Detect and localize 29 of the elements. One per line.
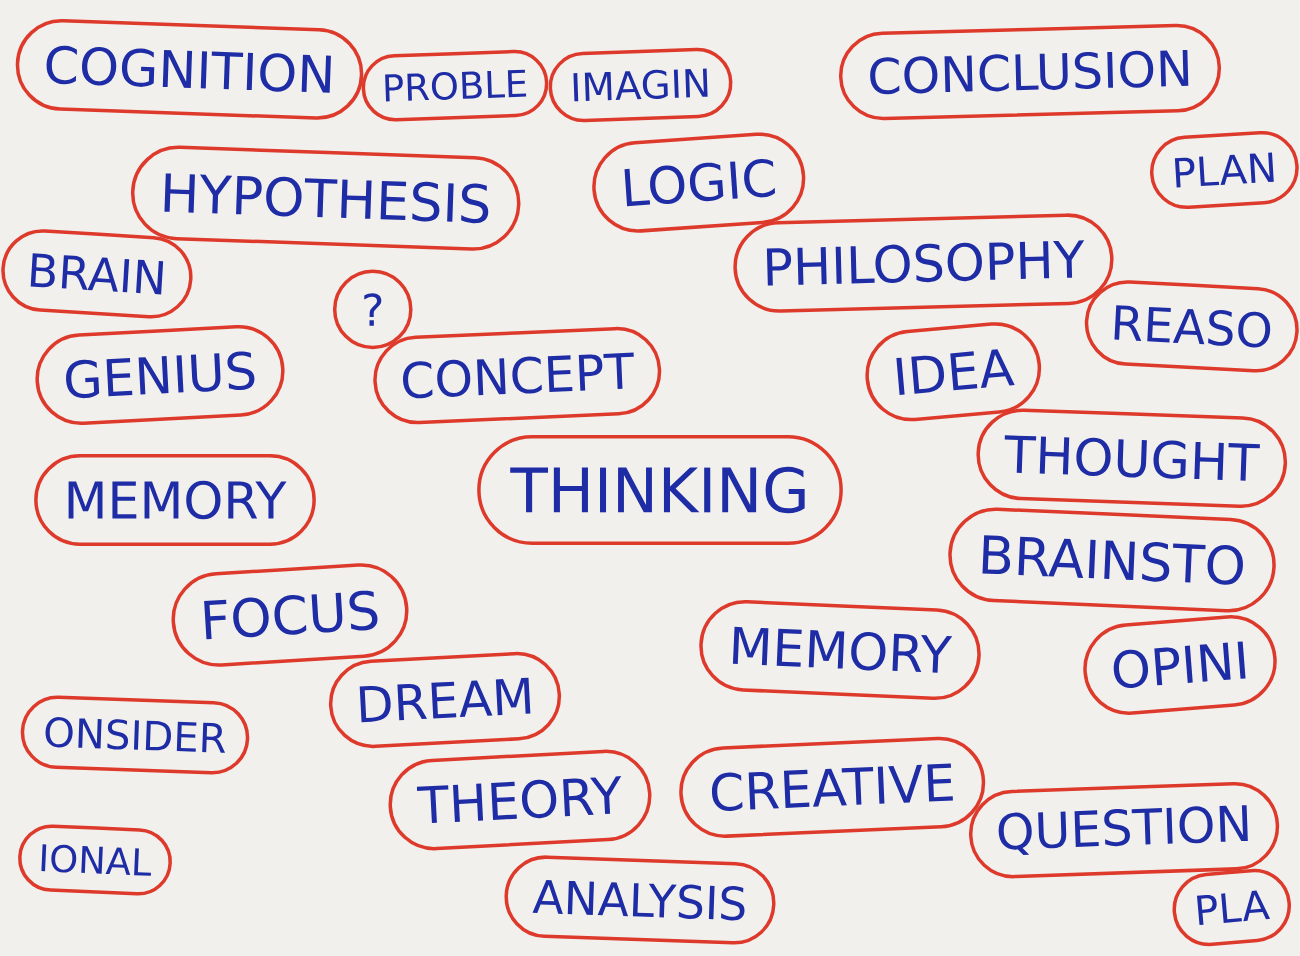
keyword-label: THOUGHT — [1004, 435, 1260, 481]
keyword-label: HYPOTHESIS — [164, 173, 489, 224]
keyword-label: DREAM — [359, 677, 531, 723]
keyword-label: GENIUS — [66, 351, 255, 399]
keyword-label: THEORY — [416, 776, 622, 824]
keyword-label: CONCEPT — [403, 352, 634, 399]
keyword-label: FOCUS — [204, 590, 378, 640]
keyword-label: QUESTION — [998, 805, 1248, 855]
keyword-label: IDEA — [896, 349, 1015, 395]
keyword-label: PHILOSOPHY — [766, 240, 1085, 286]
keyword-label: IONAL — [41, 844, 151, 876]
keyword-label: IMAGIN — [573, 68, 708, 102]
keyword-label: CREATIVE — [711, 763, 953, 811]
keyword-label: MEMORY — [68, 480, 287, 520]
keyword-label: OPINI — [1113, 641, 1246, 689]
keyword-label: BRAIN — [30, 253, 164, 295]
keyword-label: ONSIDER — [45, 717, 226, 753]
keyword-label: THINKING — [510, 466, 805, 514]
keyword-label: REASO — [1114, 305, 1271, 348]
keyword-label: PLAN — [1174, 152, 1274, 188]
keyword-label: CONCLUSION — [870, 49, 1189, 95]
keyword-label: ANALYSIS — [532, 880, 745, 921]
keyword-label: PROBLE — [385, 69, 527, 102]
keyword-label: PLA — [1196, 890, 1271, 926]
keyword-label: ? — [364, 293, 382, 326]
keyword-label: BRAINSTO — [982, 535, 1243, 585]
keyword-label: MEMORY — [732, 626, 953, 673]
keyword-label: LOGIC — [624, 158, 776, 207]
keyword-label: COGNITION — [46, 45, 331, 93]
